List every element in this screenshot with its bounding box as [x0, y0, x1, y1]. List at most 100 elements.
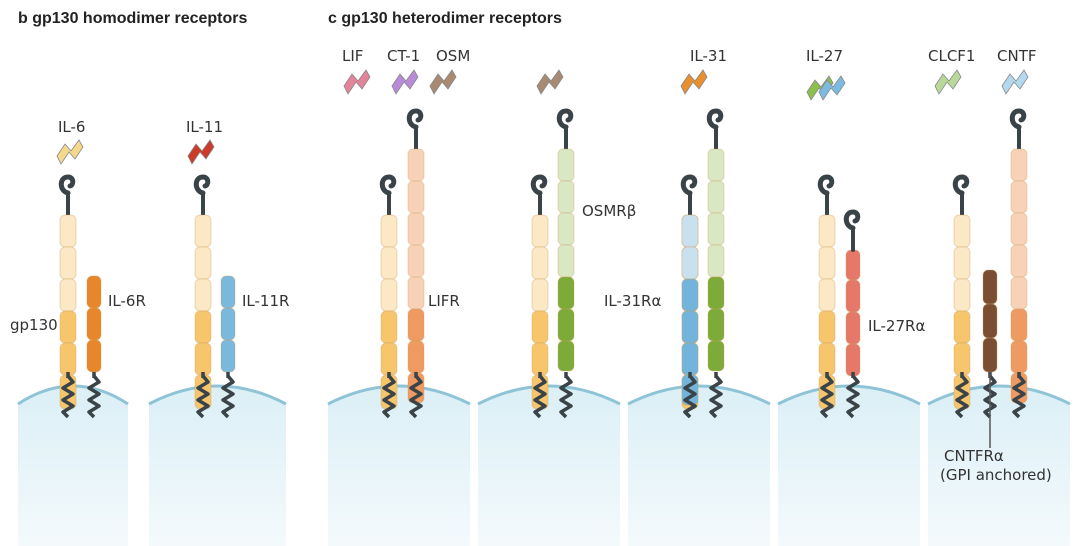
gp130-domain	[59, 214, 77, 248]
transmembrane-squiggle	[196, 374, 210, 419]
panel-c-header: c gp130 heterodimer receptors	[328, 10, 562, 28]
gp130-domain	[194, 278, 212, 312]
ligand-il11	[187, 139, 215, 165]
gp130-domain	[953, 342, 971, 376]
il31ra-domain	[681, 342, 699, 376]
gp130-domain	[953, 246, 971, 280]
il11r-domain	[220, 275, 236, 309]
osmrb-domain	[557, 308, 575, 342]
receptor-hook	[193, 174, 211, 196]
panel-c-letter: c	[328, 10, 337, 27]
cntfra-domain	[982, 337, 998, 373]
osmrb-domain	[707, 180, 725, 214]
il11r-domain	[220, 307, 236, 341]
gp130-domain	[953, 310, 971, 344]
receptor-hook	[379, 174, 397, 196]
il27ra-domain	[845, 311, 861, 345]
lifr-domain	[407, 244, 425, 278]
osmrb-domain	[707, 148, 725, 182]
lifr-domain	[1010, 148, 1028, 182]
cntfra-domain	[982, 269, 998, 305]
osmrb-domain	[707, 276, 725, 310]
ligand-osm-2	[536, 69, 564, 95]
ligand-clcf1	[934, 69, 962, 95]
cell-panel-4	[478, 386, 620, 546]
receptor-hook	[817, 174, 835, 196]
lifr-domain	[407, 340, 425, 374]
cell-panel-7	[928, 386, 1070, 546]
panel-c-title: gp130 heterodimer receptors	[341, 10, 562, 27]
osmrb-domain	[707, 308, 725, 342]
label-il31ra: IL-31Rα	[604, 292, 661, 310]
receptor-chains	[58, 108, 1028, 448]
gp130-domain	[531, 278, 549, 312]
membrane-edge-7	[927, 384, 1071, 406]
panel-b-title: gp130 homodimer receptors	[32, 10, 248, 27]
ligand-ct1	[391, 69, 419, 95]
il31ra-domain	[681, 278, 699, 312]
receptor-hook	[952, 174, 970, 196]
lifr-domain	[1010, 244, 1028, 278]
cell-panel-5	[628, 386, 770, 546]
receptor-hook	[680, 174, 698, 196]
receptor-hook	[843, 209, 861, 231]
gp130-domain	[531, 214, 549, 248]
osmrb-domain	[557, 148, 575, 182]
gp130-domain	[194, 246, 212, 280]
gp130-domain	[59, 310, 77, 344]
gp130-domain	[194, 310, 212, 344]
transmembrane-squiggle	[61, 374, 75, 419]
transmembrane-squiggle	[409, 374, 423, 419]
transmembrane-squiggle	[382, 374, 396, 419]
ligand-il27-b	[818, 75, 846, 101]
cell-panel-2	[149, 386, 286, 546]
label-il31: IL-31	[690, 47, 727, 65]
gp130-domain	[59, 246, 77, 280]
panel-b-letter: b	[18, 10, 28, 27]
label-il11: IL-11	[186, 118, 223, 136]
il31ra-domain	[681, 310, 699, 344]
receptor-hook	[406, 108, 424, 130]
receptor-hook	[58, 174, 76, 196]
gp130-domain	[818, 246, 836, 280]
label-il11r: IL-11R	[242, 292, 289, 310]
gp130-domain	[818, 214, 836, 248]
label-il27: IL-27	[806, 47, 843, 65]
gp130-domain	[953, 214, 971, 248]
labels: IL-6 IL-6R gp130 IL-11 IL-11R LIF CT-1 O…	[10, 47, 1052, 484]
transmembrane-squiggle	[846, 374, 860, 419]
receptor-hook	[1009, 108, 1027, 130]
gp130-domain	[953, 278, 971, 312]
lifr-domain	[407, 180, 425, 214]
il27ra-domain	[845, 249, 861, 281]
label-lif: LIF	[342, 47, 363, 65]
transmembrane-squiggle	[1012, 374, 1026, 419]
osmrb-domain	[707, 340, 725, 372]
il11r-domain	[220, 339, 236, 373]
transmembrane-squiggle	[820, 374, 834, 419]
gp130-domain	[818, 342, 836, 376]
transmembrane-squiggle	[709, 374, 723, 419]
ligand-osm	[429, 69, 457, 95]
gp130-domain	[194, 214, 212, 248]
label-clcf1: CLCF1	[928, 47, 975, 65]
label-gpi-anchored: (GPI anchored)	[940, 466, 1052, 484]
label-cntf: CNTF	[997, 47, 1037, 65]
gp130-domain	[59, 278, 77, 312]
lifr-domain	[1010, 340, 1028, 374]
receptor-hook	[706, 108, 724, 130]
membrane-edge-5	[627, 384, 771, 406]
osmrb-domain	[707, 212, 725, 246]
il6r-domain	[86, 339, 102, 373]
il6r-domain	[86, 275, 102, 309]
osmrb-domain	[557, 212, 575, 246]
gp130-domain	[380, 278, 398, 312]
label-gp130: gp130	[10, 316, 58, 334]
gp130-domain	[818, 310, 836, 344]
gp130-domain	[531, 342, 549, 376]
label-osm: OSM	[436, 47, 470, 65]
lifr-domain	[1010, 308, 1028, 342]
receptor-hook	[556, 108, 574, 130]
lifr-domain	[407, 308, 425, 342]
